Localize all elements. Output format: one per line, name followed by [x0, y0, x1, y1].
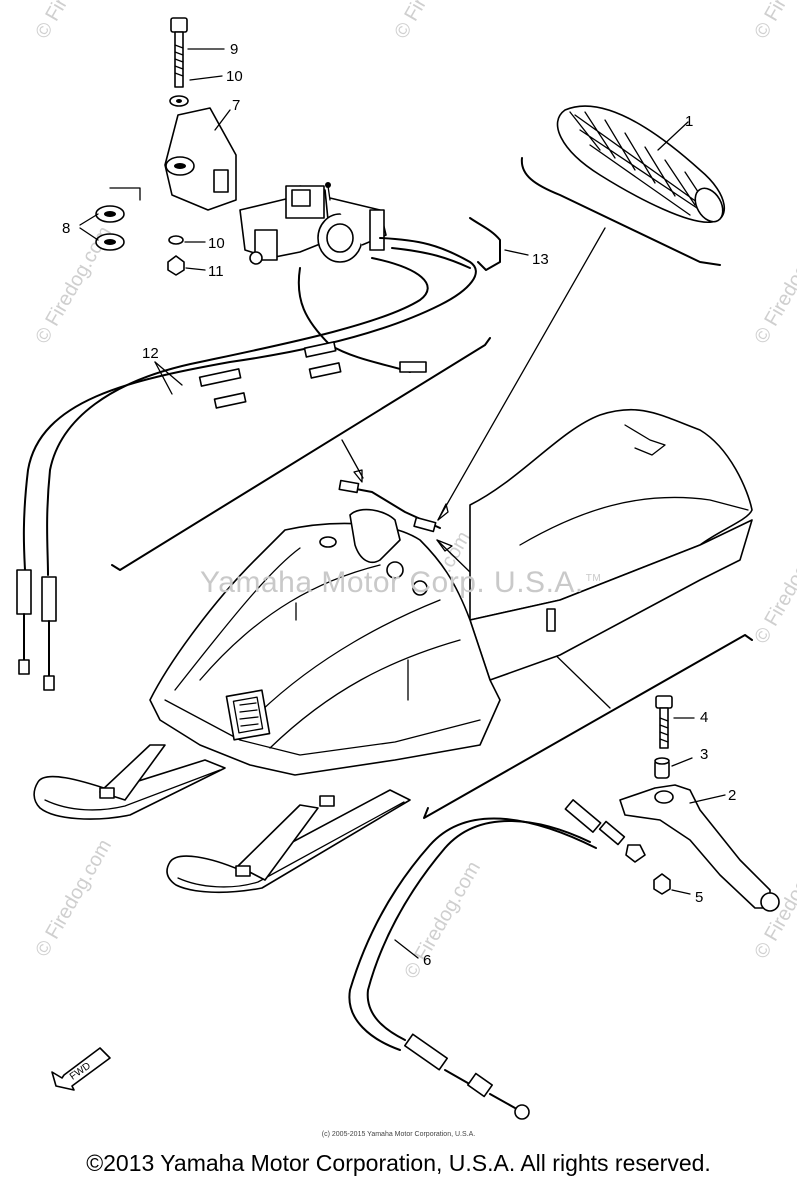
callout-1: 1: [685, 113, 693, 130]
nut-11: [167, 255, 206, 276]
callout-9: 9: [230, 41, 238, 58]
callout-8: 8: [62, 220, 70, 237]
callout-11: 11: [208, 263, 224, 280]
bracket-7: [164, 107, 237, 211]
callout-12: 12: [142, 345, 159, 362]
copyright-notice: ©2013 Yamaha Motor Corporation, U.S.A. A…: [86, 1150, 711, 1176]
snowmobile-body: [149, 408, 753, 776]
bolt-9: [170, 17, 225, 88]
section-divider-upper: [111, 337, 491, 571]
washer-10-top: [169, 75, 223, 107]
callouts: 9 10 7 8 10 11 1 13 12 4 3 2 5 6: [62, 41, 736, 969]
grip-1: [520, 105, 725, 266]
ski-right: [166, 789, 411, 894]
lever-2: [619, 784, 780, 912]
washer-10-bottom: [168, 235, 206, 245]
nut-5: [653, 873, 691, 895]
watermark-site-2: © Firedog.com: [31, 836, 116, 961]
watermark-site-6: © Firedog.com: [750, 523, 797, 648]
cable-6: [348, 799, 646, 1120]
spring-13: [469, 217, 529, 271]
callout-3: 3: [700, 746, 708, 763]
watermark-center: Yamaha Motor Corp. U.S.A.TM: [200, 566, 601, 600]
watermark-site-9: © Firedog.com: [31, 0, 116, 43]
callout-4: 4: [700, 709, 708, 726]
small-copyright: (c) 2005-2015 Yamaha Motor Corporation, …: [321, 1131, 476, 1138]
collar-3: [654, 757, 693, 779]
callout-7: 7: [232, 97, 240, 114]
grommet-8: [79, 187, 141, 251]
callout-6: 6: [423, 952, 431, 969]
callout-5: 5: [695, 889, 703, 906]
fwd-arrow-icon: FWD: [51, 1047, 111, 1091]
callout-10-top: 10: [226, 68, 243, 85]
cable-12: [16, 237, 477, 691]
watermark-site-8: © Firedog.com: [390, 0, 475, 43]
watermark-center-text: Yamaha Motor Corp. U.S.A.: [200, 566, 584, 599]
ski-left: [33, 744, 226, 820]
throttle-housing: [239, 182, 387, 265]
callout-13: 13: [532, 251, 549, 268]
watermark-site-4: © Firedog.com: [400, 858, 485, 983]
callout-2: 2: [728, 787, 736, 804]
watermark-site-10: © Firedog.com: [750, 0, 797, 43]
callout-10-bottom: 10: [208, 235, 225, 252]
section-divider-lower: [423, 634, 753, 819]
bolt-4: [655, 695, 695, 749]
watermark-tm: TM: [585, 573, 602, 584]
watermark-site-5: © Firedog.com: [750, 223, 797, 348]
